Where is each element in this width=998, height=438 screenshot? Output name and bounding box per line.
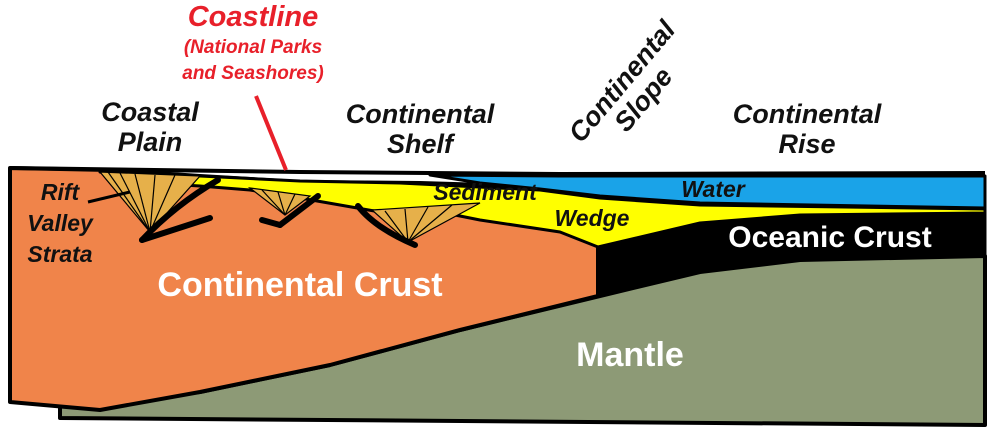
coastline-label: Coastline bbox=[187, 1, 319, 33]
rift-faults bbox=[139, 177, 418, 248]
surface-line bbox=[9, 166, 986, 177]
continental-crust-label: Continental Crust bbox=[157, 266, 443, 304]
continental-rise-label-line1: Continental bbox=[732, 99, 882, 129]
continental-rise-label-line2: Rise bbox=[778, 129, 836, 159]
coastal-plain-label-line2: Plain bbox=[117, 127, 183, 157]
water-label: Water bbox=[681, 176, 745, 202]
mantle-label: Mantle bbox=[576, 336, 684, 374]
water-layer bbox=[428, 173, 987, 210]
rift-valley-strata-label-line2: Valley bbox=[27, 210, 93, 236]
coastline-subtitle-line2: and Seashores) bbox=[182, 63, 324, 84]
continental-shelf-label-line1: Continental bbox=[345, 99, 495, 129]
coastal-plain-label-line1: Coastal bbox=[101, 97, 199, 127]
wedge-label: Wedge bbox=[554, 205, 630, 231]
coastline-subtitle-line1: (National Parks bbox=[183, 37, 323, 58]
continental-shelf-label-line2: Shelf bbox=[386, 129, 453, 159]
oceanic-crust-label: Oceanic Crust bbox=[728, 221, 932, 254]
rift-valley-strata-label-line3: Strata bbox=[27, 241, 93, 267]
rift-valley-strata-label-line1: Rift bbox=[40, 179, 80, 205]
sediment-label: Sediment bbox=[433, 179, 537, 205]
coastline-pointer-line bbox=[254, 95, 288, 171]
